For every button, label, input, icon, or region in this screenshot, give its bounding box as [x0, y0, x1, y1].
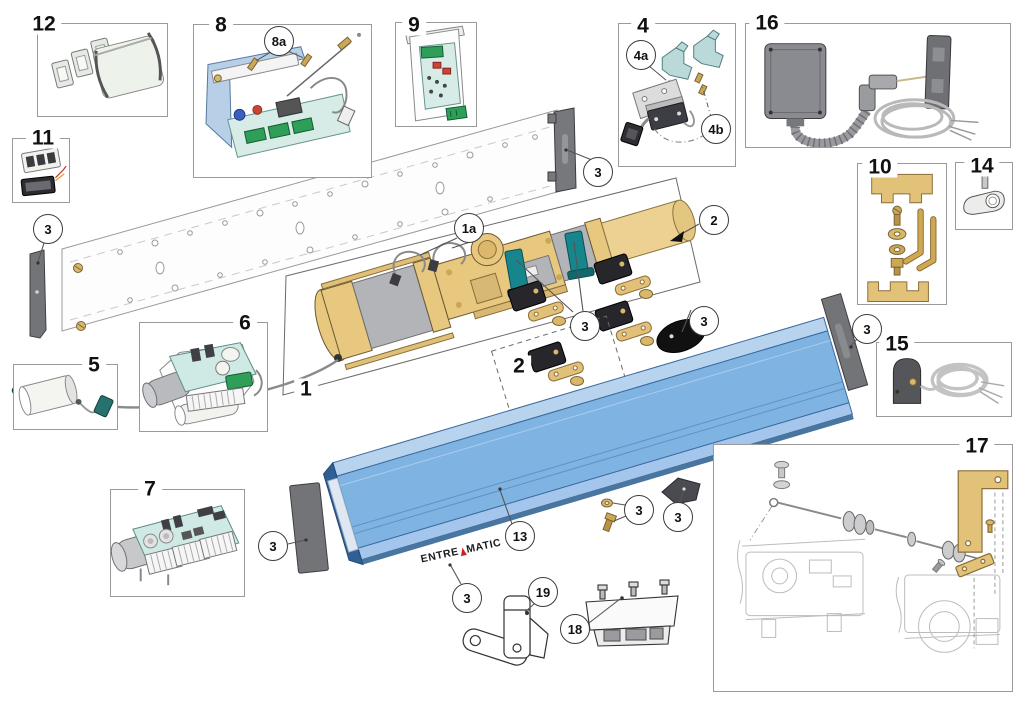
callout-3-clamps: 3 [570, 311, 600, 341]
callout-19: 19 [528, 577, 558, 607]
part-box-11 [12, 138, 70, 203]
callout-3-top-endcap: 3 [583, 157, 613, 187]
part-label-8: 8 [209, 14, 233, 36]
callout-2: 2 [699, 205, 729, 235]
part-label-14: 14 [964, 155, 1000, 177]
end-cap-cover-left [289, 482, 329, 574]
part-7-control-board-art [111, 505, 240, 586]
part-label-7: 7 [138, 478, 162, 500]
part-label-6: 6 [233, 312, 257, 334]
part-box-16 [745, 23, 1011, 148]
part-label-15: 15 [879, 333, 915, 355]
callout-3-logo-sticker: 3 [452, 583, 482, 613]
teal-clamp-2 [564, 230, 595, 280]
small-screw-washer [601, 498, 618, 533]
leader-lines [36, 148, 858, 624]
part-11-display-art [20, 147, 67, 197]
part-17-release-cable-art [737, 460, 1009, 653]
part-label-1: 1 [294, 378, 318, 400]
part-label-2: 2 [507, 355, 531, 377]
angle-bracket [661, 477, 701, 505]
part-10-fixing-kit-art [867, 173, 937, 302]
part-label-4: 4 [631, 15, 655, 37]
part-box-17 [713, 444, 1013, 692]
release-bracket [955, 470, 1009, 578]
part-1-outline [282, 177, 701, 396]
callout-18: 18 [560, 614, 590, 644]
part-5-battery-art [18, 374, 114, 418]
callout-13: 13 [505, 521, 535, 551]
callout-8a: 8a [264, 26, 294, 56]
arm-part-19 [462, 595, 549, 666]
callout-3-left-cover-cap: 3 [258, 531, 288, 561]
part-1a-wires [392, 242, 467, 279]
callout-3-right-cover-cap: 3 [852, 314, 882, 344]
callout-3-left-endcap: 3 [33, 214, 63, 244]
part-box-12 [37, 23, 168, 117]
part-box-6 [139, 322, 268, 432]
callout-1a: 1a [454, 213, 484, 243]
mounting-rail-art [61, 109, 558, 332]
part-8-control-unit-art [205, 32, 361, 158]
sketch-right-operator [895, 574, 1001, 653]
part-12-cover-kit-art [51, 32, 165, 99]
part-9-board-art [405, 25, 468, 122]
part-label-5: 5 [82, 354, 106, 376]
part-box-9 [395, 22, 477, 127]
sensor-part-18 [585, 579, 679, 647]
part-4-microswitch-art [620, 29, 724, 147]
callout-4a: 4a [626, 40, 656, 70]
part-box-15 [876, 342, 1012, 417]
sketch-left-operator [737, 538, 1001, 653]
part-label-16: 16 [749, 12, 785, 34]
part-box-10 [857, 163, 947, 305]
part-label-17: 17 [959, 435, 995, 457]
part-label-10: 10 [862, 156, 898, 178]
callout-3-bracket: 3 [663, 502, 693, 532]
part-label-11: 11 [25, 127, 61, 149]
part-16-conduit-art [764, 35, 979, 147]
part-box-7 [110, 489, 245, 597]
callout-4b: 4b [701, 114, 731, 144]
callout-3-screw: 3 [624, 495, 654, 525]
rail-screws [73, 263, 86, 331]
part-label-9: 9 [402, 14, 426, 36]
part-15-cable-art [892, 358, 1005, 404]
part-box-8 [193, 24, 372, 178]
part-6-gearmotor-art [142, 342, 263, 426]
callout-3-oval-cap: 3 [689, 306, 719, 336]
part-label-12: 12 [26, 13, 62, 35]
